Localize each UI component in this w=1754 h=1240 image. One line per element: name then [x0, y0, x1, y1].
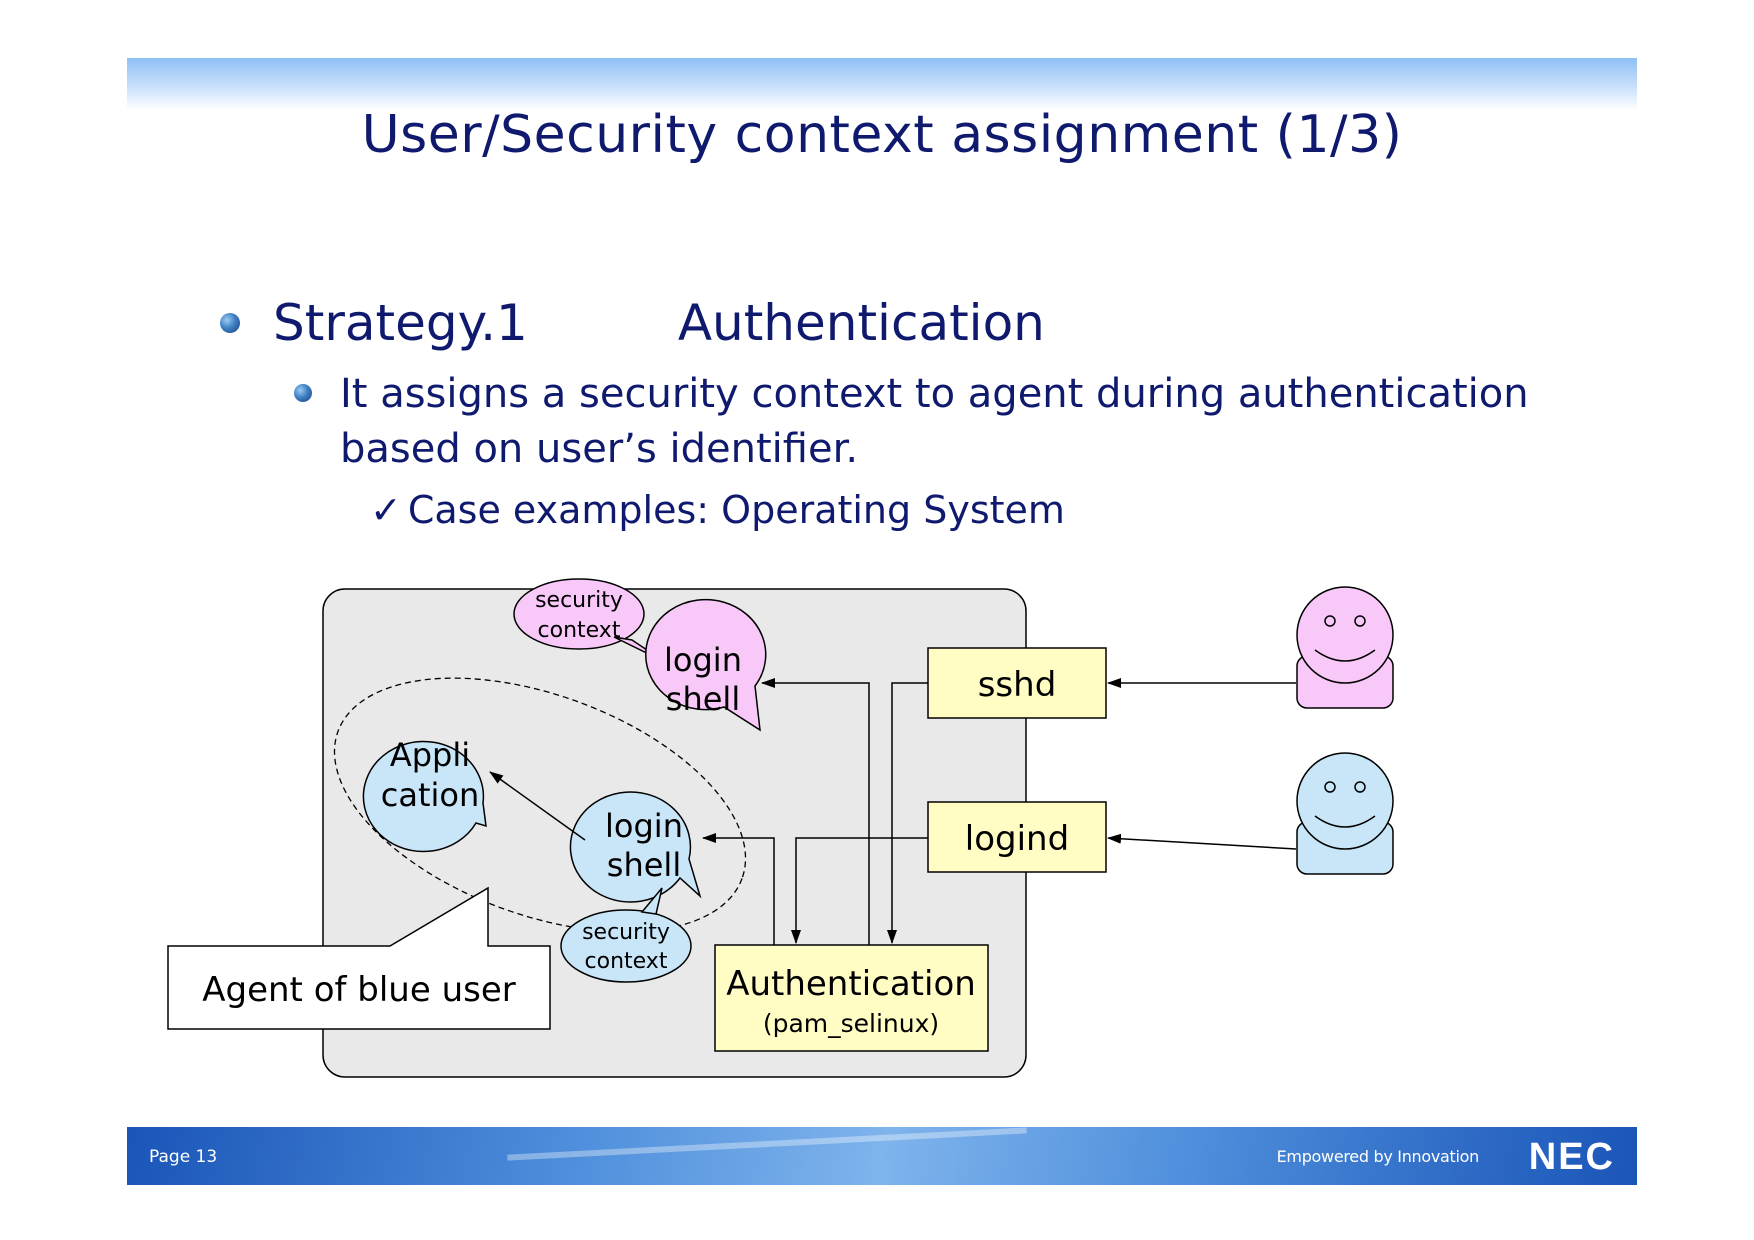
application-line1: Appli — [390, 736, 470, 774]
logind-label: logind — [965, 819, 1069, 859]
sshd-label: sshd — [978, 665, 1057, 705]
application-bubble — [362, 740, 487, 853]
agent-callout-label: Agent of blue user — [202, 970, 516, 1010]
strategy-description: It assigns a security context to agent d… — [340, 367, 1529, 477]
page-number: Page 13 — [149, 1147, 218, 1167]
login-shell-blue-line1: login — [605, 807, 683, 845]
security-context-top-line2: context — [538, 618, 621, 643]
security-context-blue-line2: context — [585, 949, 668, 974]
footer-tagline: Empowered by Innovation — [1276, 1147, 1480, 1166]
authentication-label: Authentication — [726, 964, 976, 1004]
sshd-box — [927, 647, 1107, 719]
footer-band: Page 13 Empowered by Innovation NEC — [127, 1127, 1637, 1185]
check-icon: ✓ — [370, 488, 402, 532]
agent-callout-box — [167, 886, 551, 1030]
logind-box — [927, 801, 1107, 873]
application-line2: cation — [381, 776, 480, 814]
bullet-icon — [294, 384, 312, 402]
strategy-name: Authentication — [677, 294, 1045, 352]
login-shell-blue-line2: shell — [607, 846, 681, 884]
case-examples-text: Case examples: Operating System — [407, 488, 1065, 532]
login-shell-blue-bubble — [569, 791, 702, 903]
arrow-sshd-to-authentication — [887, 682, 928, 944]
login-shell-top-bubble — [645, 598, 767, 732]
login-shell-top-line2: shell — [666, 680, 740, 718]
login-shell-top-line1: login — [664, 641, 742, 679]
slide-title: User/Security context assignment (1/3) — [361, 105, 1403, 165]
security-context-top-line1: security — [535, 588, 623, 613]
arrow-authentication-to-blue-shell — [702, 833, 775, 945]
header-band — [127, 58, 1637, 110]
strategy-label: Strategy.1 — [273, 294, 528, 352]
nec-logo: NEC — [1528, 1136, 1615, 1178]
arrow-authentication-to-top-shell — [761, 678, 870, 945]
arrow-logind-to-authentication — [791, 837, 928, 944]
authentication-box — [714, 944, 989, 1052]
bullet-icon — [220, 313, 240, 333]
description-line-1: It assigns a security context to agent d… — [340, 371, 1529, 417]
pink-user-icon — [1296, 586, 1394, 709]
arrow-blue-user-to-logind — [1107, 833, 1297, 850]
authentication-sub-label: (pam_selinux) — [763, 1009, 939, 1038]
security-context-blue-bubble — [560, 909, 692, 983]
security-context-top-bubble — [513, 578, 645, 650]
strategy-heading: Strategy.1 Authentication — [273, 290, 1045, 356]
arrow-shell-to-application — [489, 771, 586, 841]
blue-user-icon — [1296, 752, 1394, 875]
description-line-2: based on user’s identifier. — [340, 426, 859, 472]
security-context-blue-line1: security — [582, 920, 670, 945]
case-examples: ✓Case examples: Operating System — [370, 484, 1065, 536]
